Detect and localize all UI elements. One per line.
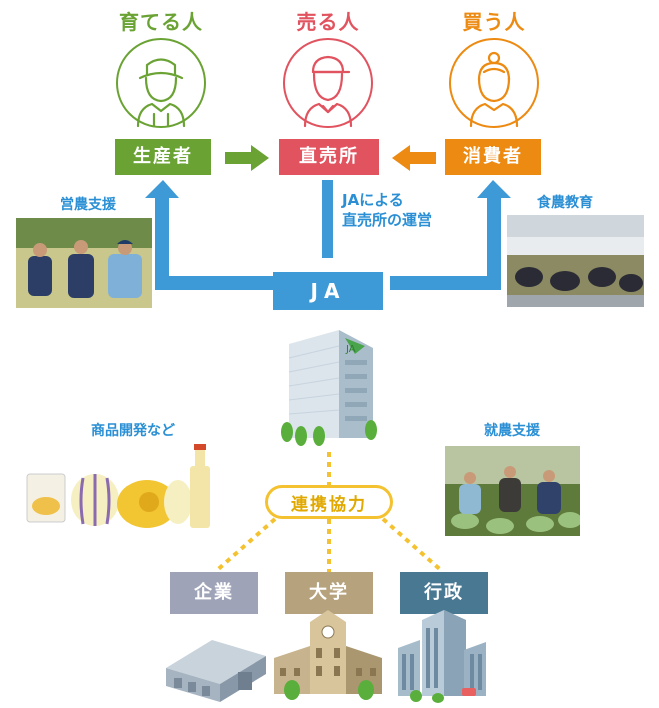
producer-title: 育てる人: [119, 10, 203, 34]
product-illustration: [25, 444, 215, 530]
company-box: 企業: [170, 572, 258, 614]
producer-box: 生産者: [115, 139, 211, 175]
new-farmer-support-label: 就農支援: [484, 423, 540, 439]
farm-support-photo: [16, 218, 152, 308]
svg-text:JA: JA: [345, 344, 356, 355]
cooperation-label: 連携協力: [265, 485, 393, 519]
factory-illustration: [162, 620, 272, 704]
seller-box: 直売所: [279, 139, 379, 175]
ja-operation-line1: JAによる: [342, 191, 404, 209]
buyer-box: 消費者: [445, 139, 541, 175]
producer-person-icon: [116, 38, 206, 128]
food-education-photo: [507, 215, 644, 307]
producer-to-seller-arrow: [225, 145, 269, 171]
product-dev-label: 商品開発など: [91, 423, 175, 439]
ja-to-producer-arrow: [145, 180, 280, 290]
ja-operation-label: JAによる 直売所の運営: [342, 190, 432, 230]
ja-to-seller-line: [322, 180, 333, 258]
buyer-to-seller-arrow: [392, 145, 436, 171]
university-illustration: [272, 608, 384, 704]
seller-person-icon: [283, 38, 373, 128]
farm-support-label: 営農支援: [60, 197, 116, 213]
food-education-label: 食農教育: [537, 195, 593, 211]
ja-box: JA: [273, 272, 383, 310]
ja-to-buyer-arrow: [390, 180, 511, 290]
buyer-title: 買う人: [462, 10, 526, 34]
new-farmer-support-photo: [445, 446, 580, 536]
ja-operation-line2: 直売所の運営: [342, 211, 433, 229]
ja-building-illustration: JA: [275, 326, 385, 450]
university-box: 大学: [285, 572, 373, 614]
government-box: 行政: [400, 572, 488, 614]
buyer-person-icon: [449, 38, 539, 128]
government-illustration: [392, 604, 492, 704]
seller-title: 売る人: [296, 10, 360, 34]
